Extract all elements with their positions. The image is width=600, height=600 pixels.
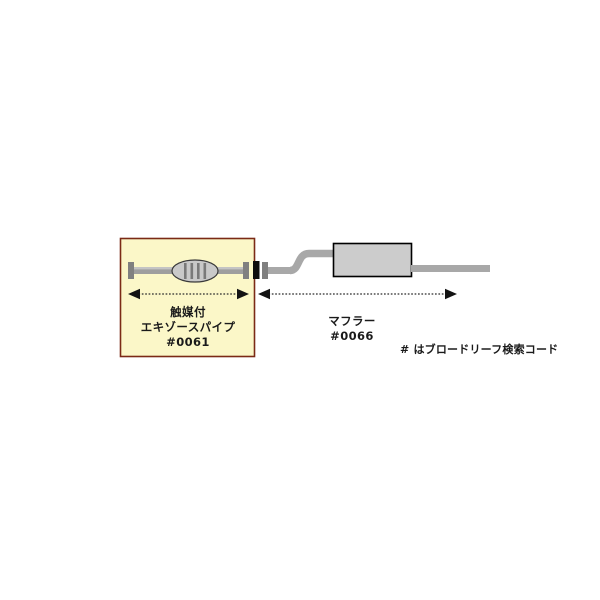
exhaust-pipe-left-flange [128,262,134,279]
exhaust-pipe-label-line2: エキゾースパイプ [140,320,236,335]
muffler-s-bend-pipe [289,249,336,275]
muffler-label-line1: マフラー [328,314,376,328]
joint-flange-dark [253,261,260,279]
joint-flange-gray [262,262,268,279]
exhaust-pipe-highlight-box [119,237,256,358]
exhaust-pipe-label: 触媒付 エキゾースパイプ #0061 [128,305,248,351]
exhaust-pipe-part-code: #0061 [166,335,210,350]
muffler-label: マフラー #0066 [306,314,398,344]
catalytic-converter [171,259,219,283]
tail-pipe [411,265,490,272]
exhaust-pipe-label-line1: 触媒付 [170,305,206,319]
muffler-body [332,242,413,278]
exhaust-pipe-dimension-arrow [128,288,249,300]
search-code-footnote: # はブロードリーフ検索コード [400,343,559,356]
muffler-part-code: #0066 [330,329,374,344]
exhaust-pipe-right-flange [243,262,249,279]
muffler-dimension-arrow [258,288,457,300]
catalytic-converter-element-stripes [184,263,207,279]
muffler-inlet-pipe-low [268,267,292,274]
